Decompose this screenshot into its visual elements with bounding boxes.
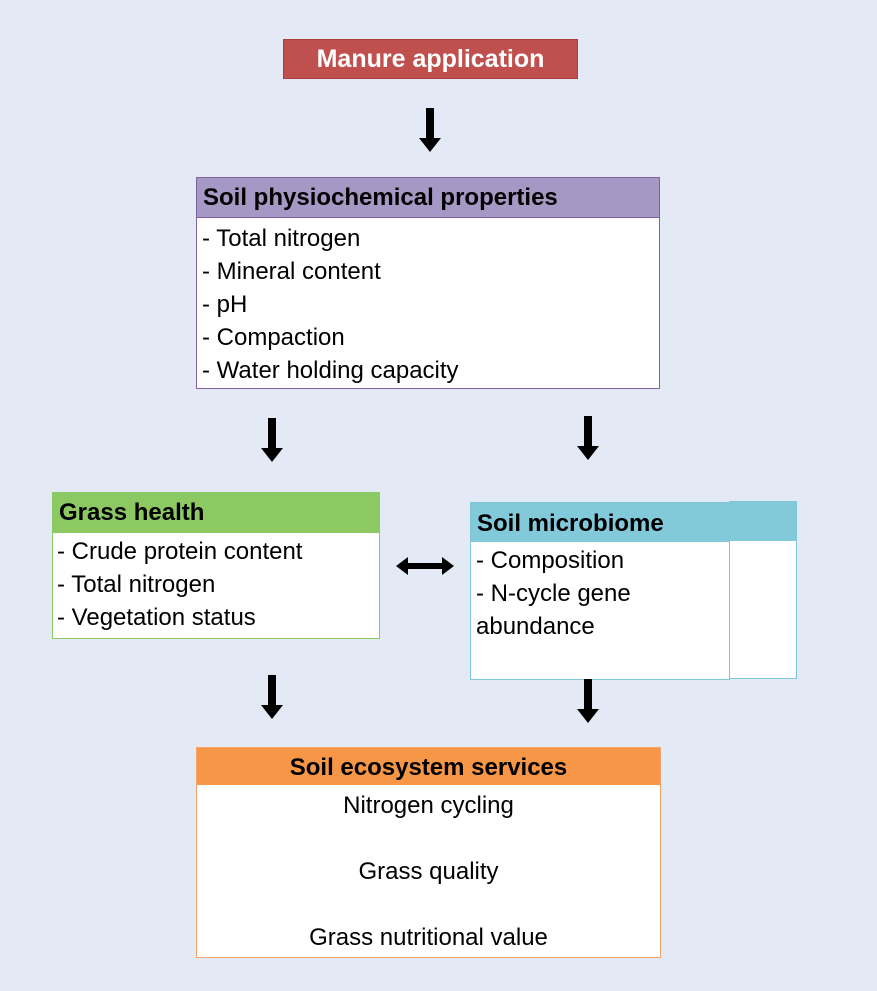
- list-item: Nitrogen cycling: [343, 792, 514, 819]
- list-item: - Crude protein content: [57, 538, 303, 565]
- node-soil-ecosystem-services: Soil ecosystem services Nitrogen cycling…: [196, 747, 661, 958]
- list-item: - Vegetation status: [57, 604, 256, 631]
- node-grass-health-title: Grass health: [53, 493, 379, 533]
- arrow-down-grass-health-to-services: [261, 675, 283, 719]
- node-soil-microbiome-list: - Composition - N-cycle gene abundance: [471, 542, 796, 643]
- arrow-down-manure-to-soil-properties: [419, 108, 441, 152]
- list-item: abundance: [476, 613, 595, 640]
- list-item: - Total nitrogen: [202, 225, 361, 252]
- arrow-down-microbiome-to-services: [577, 679, 599, 723]
- list-item: Grass nutritional value: [309, 924, 548, 951]
- list-item: - pH: [202, 291, 248, 318]
- list-item: Grass quality: [358, 858, 499, 885]
- node-soil-physiochemical-properties: Soil physiochemical properties - Total n…: [196, 177, 660, 389]
- node-soil-microbiome: Soil microbiome - Composition - N-cycle …: [470, 502, 730, 680]
- list-item: - N-cycle gene: [476, 580, 631, 607]
- list-item: - Total nitrogen: [57, 571, 216, 598]
- node-soil-properties-list: - Total nitrogen - Mineral content - pH …: [197, 218, 659, 387]
- node-soil-microbiome-backplate: [729, 501, 797, 679]
- node-manure-title: Manure application: [316, 44, 545, 73]
- node-grass-health: Grass health - Crude protein content - T…: [52, 492, 380, 639]
- node-grass-health-list: - Crude protein content - Total nitrogen…: [53, 533, 379, 634]
- list-item: - Compaction: [202, 324, 345, 351]
- node-manure-application: Manure application: [283, 39, 578, 79]
- list-item: - Composition: [476, 547, 625, 574]
- node-soil-properties-title: Soil physiochemical properties: [197, 178, 659, 218]
- list-item: - Water holding capacity: [202, 357, 459, 384]
- node-services-list: Nitrogen cycling Grass quality Grass nut…: [197, 785, 660, 983]
- node-soil-microbiome-header-fill: [730, 502, 796, 541]
- arrow-down-soil-properties-to-soil-microbiome: [577, 416, 599, 460]
- node-soil-microbiome-title: Soil microbiome: [471, 503, 729, 542]
- node-services-title: Soil ecosystem services: [197, 748, 660, 785]
- arrow-down-soil-properties-to-grass-health: [261, 418, 283, 462]
- arrow-bidirectional-grass-microbiome: [396, 557, 454, 575]
- list-item: - Mineral content: [202, 258, 381, 285]
